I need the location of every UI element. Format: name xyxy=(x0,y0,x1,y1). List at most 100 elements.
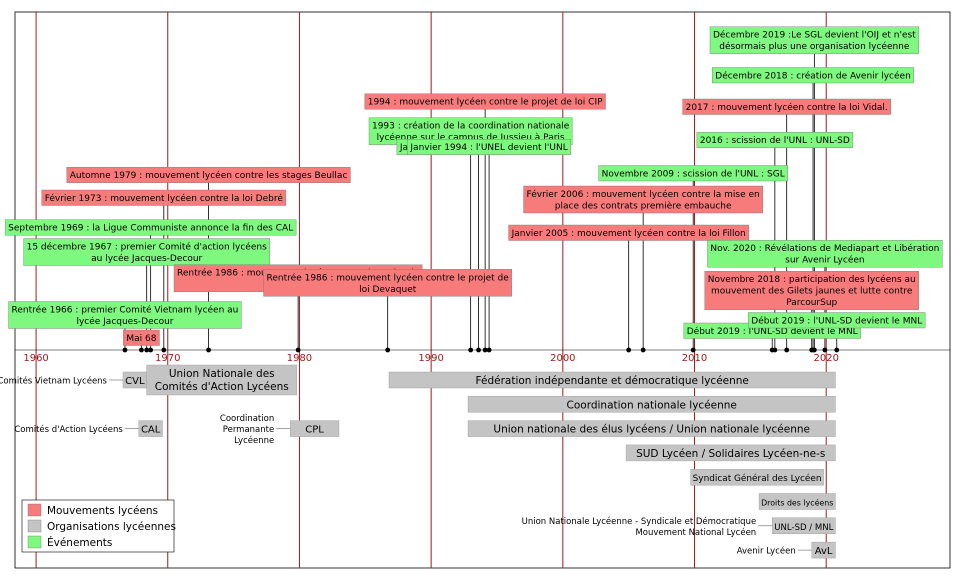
event-label-text: lycée Jacques-Decour xyxy=(76,316,173,327)
legend-label: Événements xyxy=(47,536,112,549)
event-label-text: lycéenne sur le campus de Jussieu à Pari… xyxy=(377,132,565,143)
event-label-box xyxy=(4,219,297,236)
event-marker xyxy=(626,347,632,353)
event-label-text: Nov. 2020 : Révélations de Mediapart et … xyxy=(710,243,939,254)
event-label: 2016 : scission de l'UNL : UNL-SD xyxy=(696,132,854,148)
organisation-full-name: Mouvement National Lycéen xyxy=(635,527,756,538)
event-label-box xyxy=(123,329,160,346)
organisation-bar-rect xyxy=(625,444,836,462)
organisation-bar-label: Fédération indépendante et démocratique … xyxy=(476,375,749,387)
event-label-text: mouvement des Gilets jaunes et lutte con… xyxy=(711,287,913,297)
event-label-text: Rentrée 1966 : premier Comité Vietnam ly… xyxy=(12,304,239,315)
event-label-box xyxy=(523,185,763,214)
event-label-text: désormais plus une organisation lycéenne xyxy=(719,41,910,52)
event-label: Novembre 2018 : participation des lycéen… xyxy=(704,271,919,310)
event-label-box xyxy=(682,98,892,115)
event-label-text: 1994 : mouvement lycéen contre le projet… xyxy=(368,97,603,108)
event-marker xyxy=(139,347,144,353)
event-marker xyxy=(482,347,488,353)
event-label-text: Novembre 2018 : participation des lycéen… xyxy=(708,274,916,285)
event-label-text: Janvier 1994 : l'UNEL devient l'UNL xyxy=(409,143,567,153)
event-label-text: Mai 68 xyxy=(126,334,156,344)
x-tick-label: 1960 xyxy=(23,353,48,364)
organisation-full-name: Comités d'Action Lycéens xyxy=(14,424,123,435)
organisation-bar-rect xyxy=(388,371,836,389)
event-label-box xyxy=(66,167,351,183)
x-tick-label: 1990 xyxy=(418,353,443,364)
organisation-full-name: Permanante xyxy=(223,425,274,435)
event-label: Novembre 2009 : scission de l'UNL : SGL xyxy=(598,165,788,182)
organisation-bar-label: AvL xyxy=(815,546,833,557)
event-label-text: Début 2019 : l'UNL-SD devient le MNL xyxy=(687,326,858,337)
event-label: Automne 1979 : mouvement lycéen contre l… xyxy=(66,167,351,183)
event-marker xyxy=(690,347,696,353)
event-label: Décembre 2019 :Le SGL devient l'OIJ et n… xyxy=(709,26,919,54)
x-tick-label: 2000 xyxy=(550,353,575,364)
event-label-text: Décembre 2019 :Le SGL devient l'OIJ et n… xyxy=(713,30,916,41)
event-label-text: Novembre 2009 : scission de l'UNL : SGL xyxy=(602,169,785,179)
organisation-bar: UNL-SD / MNL Union Nationale Lycéenne - S… xyxy=(522,516,836,538)
event-label: Février 2006 : mouvement lycéen contre l… xyxy=(523,185,763,214)
organisation-bar: Union nationale des élus lycéens / Union… xyxy=(467,420,836,437)
event-label-text: ParcourSup xyxy=(786,298,837,308)
event-marker xyxy=(148,347,154,353)
event-label: 1994 : mouvement lycéen contre le projet… xyxy=(364,93,606,110)
organisation-bar-label: Coordination nationale lycéenne xyxy=(567,399,737,411)
event-label-text: Début 2019 : l'UNL-SD devient le MNL xyxy=(751,315,922,326)
event-marker xyxy=(161,347,167,353)
event-marker xyxy=(772,347,778,353)
organisation-bar-rect xyxy=(146,364,298,396)
organisation-bar-label: Droits des lycéens xyxy=(761,498,833,508)
event-label-text: Décembre 2018 : création de Avenir lycée… xyxy=(715,70,911,81)
event-label-text: Janvier 2005 : mouvement lycéen contre l… xyxy=(511,228,746,239)
event-marker xyxy=(206,347,211,353)
event-label-text: 15 décembre 1967 : premier Comité d'acti… xyxy=(27,241,267,252)
legend-item: Organisations lycéennes xyxy=(27,519,176,533)
event-label-text: sur Avenir Lycéen xyxy=(785,255,864,266)
organisation-full-name: Lycéenne xyxy=(234,435,274,446)
event-label-box xyxy=(23,238,270,266)
event-label-box xyxy=(8,301,242,329)
organisation-full-name: Coordination xyxy=(220,414,274,424)
event-marker xyxy=(476,347,481,353)
event-label: Nov. 2020 : Révélations de Mediapart et … xyxy=(707,240,943,268)
event-label-text: 2017 : mouvement lycéen contre la loi Vi… xyxy=(686,102,888,113)
organisation-bar-label: CPL xyxy=(305,425,324,436)
organisation-full-name: Union Nationale Lycéenne - Syndicale et … xyxy=(522,516,757,527)
event-label: Rentrée 1986 : mouvement lycéen contre l… xyxy=(263,269,513,297)
legend-label: Organisations lycéennes xyxy=(47,521,176,533)
event-label: Janvier 1994 : l'UNEL devient l'UNL xyxy=(407,139,571,155)
event-label-text: Septembre 1969 : la Ligue Communiste ann… xyxy=(8,224,293,234)
event-marker xyxy=(122,347,128,353)
event-marker xyxy=(811,347,817,353)
event-labels: Rentrée 1966 : premier Comité Vietnam ly… xyxy=(4,26,943,346)
event-label: Février 1973 : mouvement lycéen contre l… xyxy=(41,189,287,206)
event-label: Début 2019 : l'UNL-SD devient le MNL xyxy=(748,312,926,329)
organisation-full-name: Comités Vietnam Lycéens xyxy=(0,376,108,387)
event-label-box xyxy=(707,240,943,268)
legend-swatch xyxy=(27,519,42,533)
event-label-text: Février 2006 : mouvement lycéen contre l… xyxy=(527,189,760,200)
x-tick-label: 2010 xyxy=(682,353,707,364)
event-label-box xyxy=(712,67,915,84)
x-tick-label: 1980 xyxy=(287,353,312,364)
organisation-bar-label: Comités d'Action Lycéens xyxy=(155,381,289,393)
event-label-box xyxy=(41,189,287,206)
organisation-bar-label: UNL-SD / MNL xyxy=(774,523,833,533)
organisation-bar: CVL Comités Vietnam Lycéens xyxy=(0,371,147,389)
event-label-box xyxy=(748,312,926,329)
event-label-text: Automne 1979 : mouvement lycéen contre l… xyxy=(70,170,348,181)
event-label-box xyxy=(704,271,919,310)
event-label-box xyxy=(598,165,788,182)
event-marker xyxy=(784,347,790,353)
organisation-bar-label: CVL xyxy=(125,376,145,387)
organisation-bar: SUD Lycéen / Solidaires Lycéen-ne-s xyxy=(625,444,836,462)
event-label: 15 décembre 1967 : premier Comité d'acti… xyxy=(23,238,270,266)
organisation-bar: Coordination nationale lycéenne xyxy=(467,396,836,413)
